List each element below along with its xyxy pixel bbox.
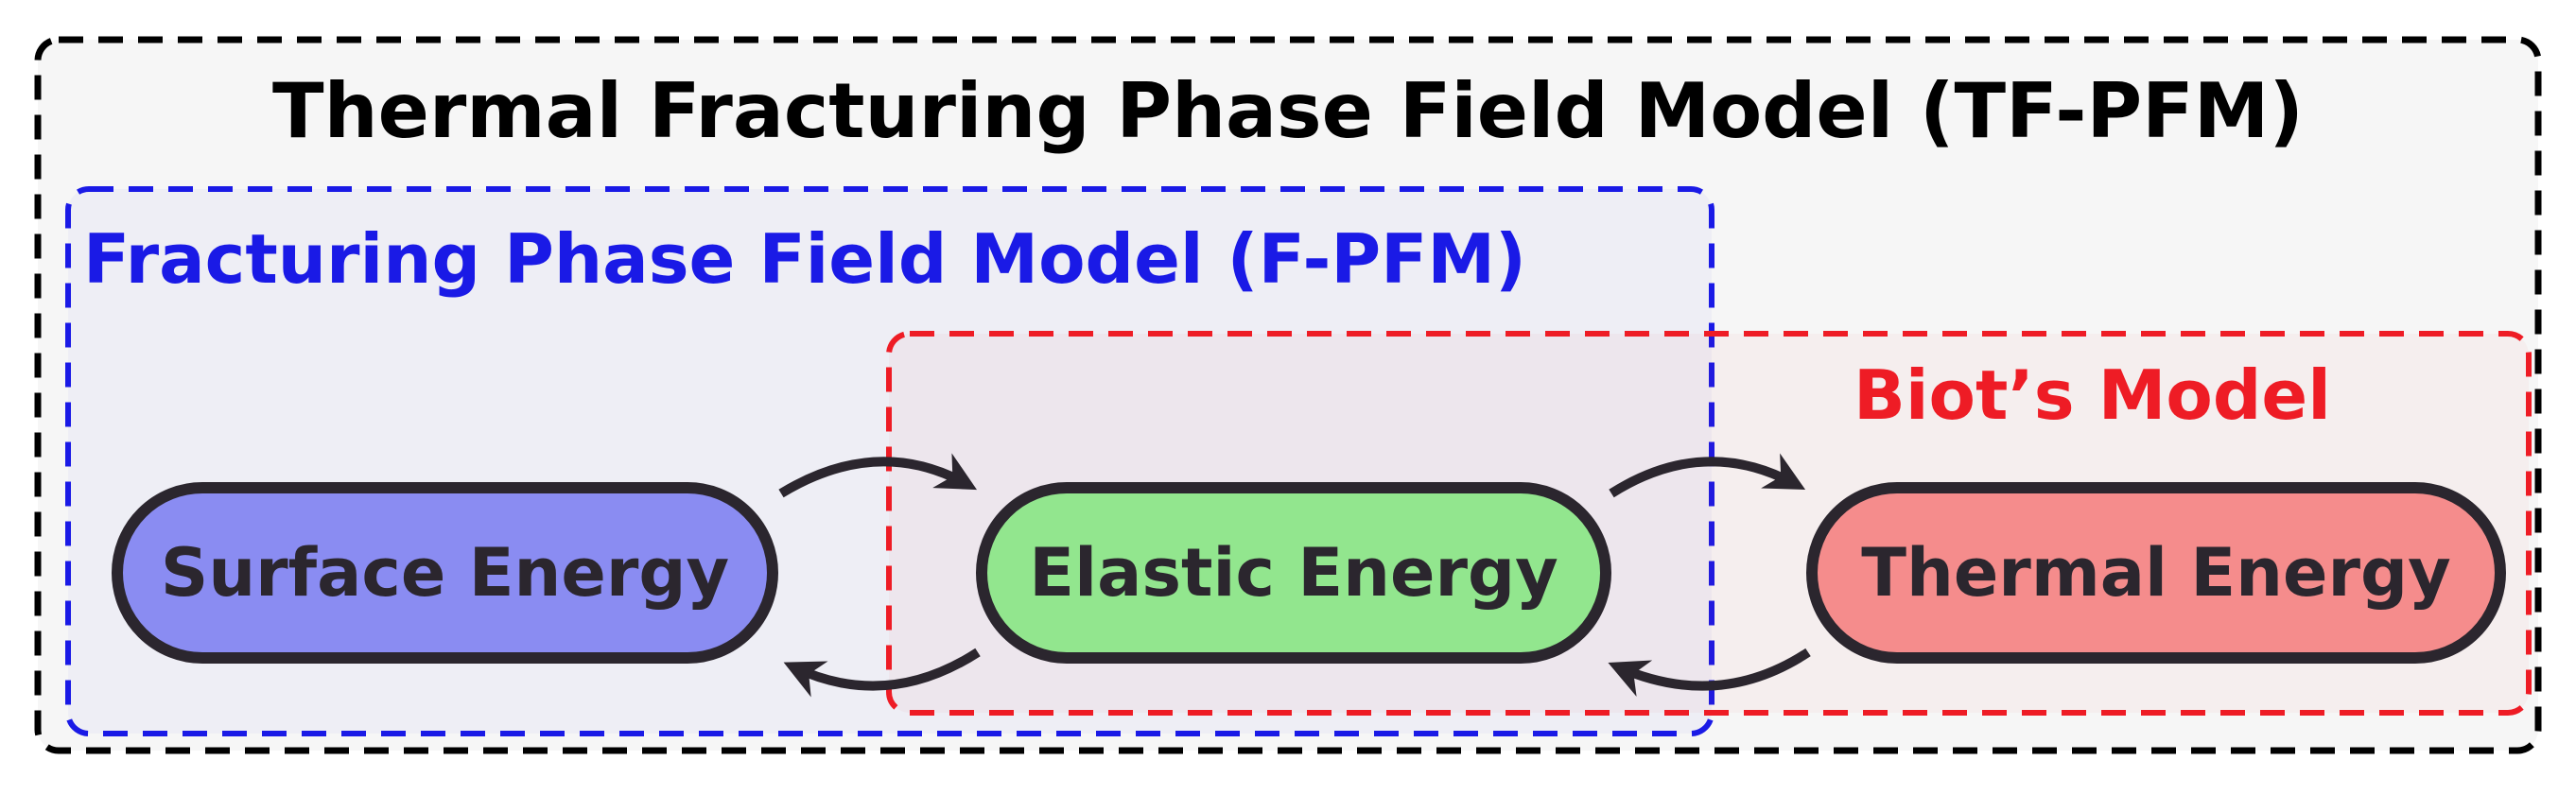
biot-group-box (886, 331, 2532, 716)
arrow-elastic-to-thermal (1609, 453, 1806, 498)
thermal-energy-label: Thermal Energy (1861, 534, 2451, 612)
diagram-title: Thermal Fracturing Phase Field Model (TF… (272, 67, 2304, 155)
surface-energy-label: Surface Energy (160, 534, 730, 612)
arrow-thermal-to-elastic (1608, 648, 1811, 697)
biot-group-label: Biot’s Model (1854, 355, 2331, 435)
thermal-energy-node: Thermal Energy (1806, 482, 2506, 664)
surface-energy-node: Surface Energy (112, 482, 778, 664)
elastic-energy-node: Elastic Energy (976, 482, 1611, 664)
arrow-surface-to-elastic (778, 453, 978, 498)
elastic-energy-label: Elastic Energy (1029, 534, 1558, 612)
fpfm-group-label: Fracturing Phase Field Model (F-PFM) (83, 219, 1526, 299)
arrow-elastic-to-surface (783, 648, 981, 698)
